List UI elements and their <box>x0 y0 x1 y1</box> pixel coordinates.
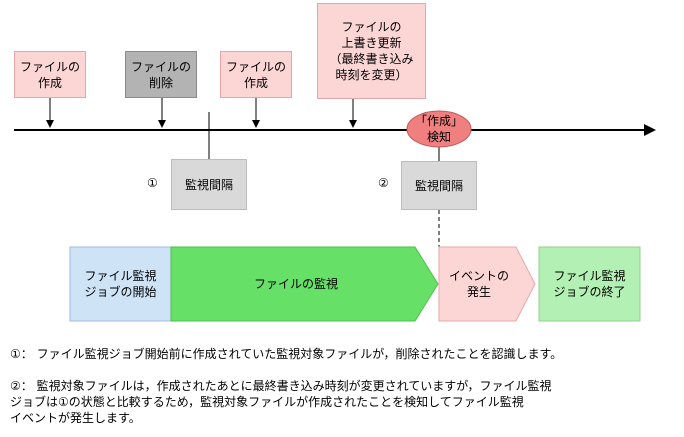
flow-start-label: ファイル監視 ジョブの開始 <box>84 269 157 299</box>
flow-event-shape <box>438 246 536 322</box>
interval-mark-1: ① <box>147 176 158 190</box>
interval-mark-2: ② <box>378 176 389 190</box>
flow-monitor-label: ファイルの監視 <box>253 277 338 291</box>
event-delete: ファイルの 削除 <box>125 51 197 98</box>
detect-label: 「作成」 検知 <box>414 114 463 144</box>
detect-oval <box>406 110 472 148</box>
interval-box-1: 監視間隔 <box>171 159 247 210</box>
event-create-2: ファイルの 作成 <box>220 51 292 98</box>
event-update: ファイルの 上書き更新 （最終書き込み 時刻を変更） <box>317 3 426 99</box>
flow-end-label: ファイル監視 ジョブの終了 <box>553 269 626 299</box>
flow-event-label: イベントの 発生 <box>448 269 509 299</box>
flow-monitor-shape <box>170 246 439 322</box>
flow-end-shape <box>538 246 641 322</box>
timeline-arrowhead <box>644 124 656 136</box>
interval-box-2: 監視間隔 <box>401 161 477 210</box>
note-1: ①： ファイル監視ジョブ開始前に作成されていた監視対象ファイルが，削除されたこと… <box>10 347 563 361</box>
event-create-1: ファイルの 作成 <box>14 51 86 98</box>
flow-start-shape <box>69 246 172 322</box>
note-2: ②： 監視対象ファイルは，作成されたあとに最終書き込み時刻が変更されていますが，… <box>10 379 552 425</box>
